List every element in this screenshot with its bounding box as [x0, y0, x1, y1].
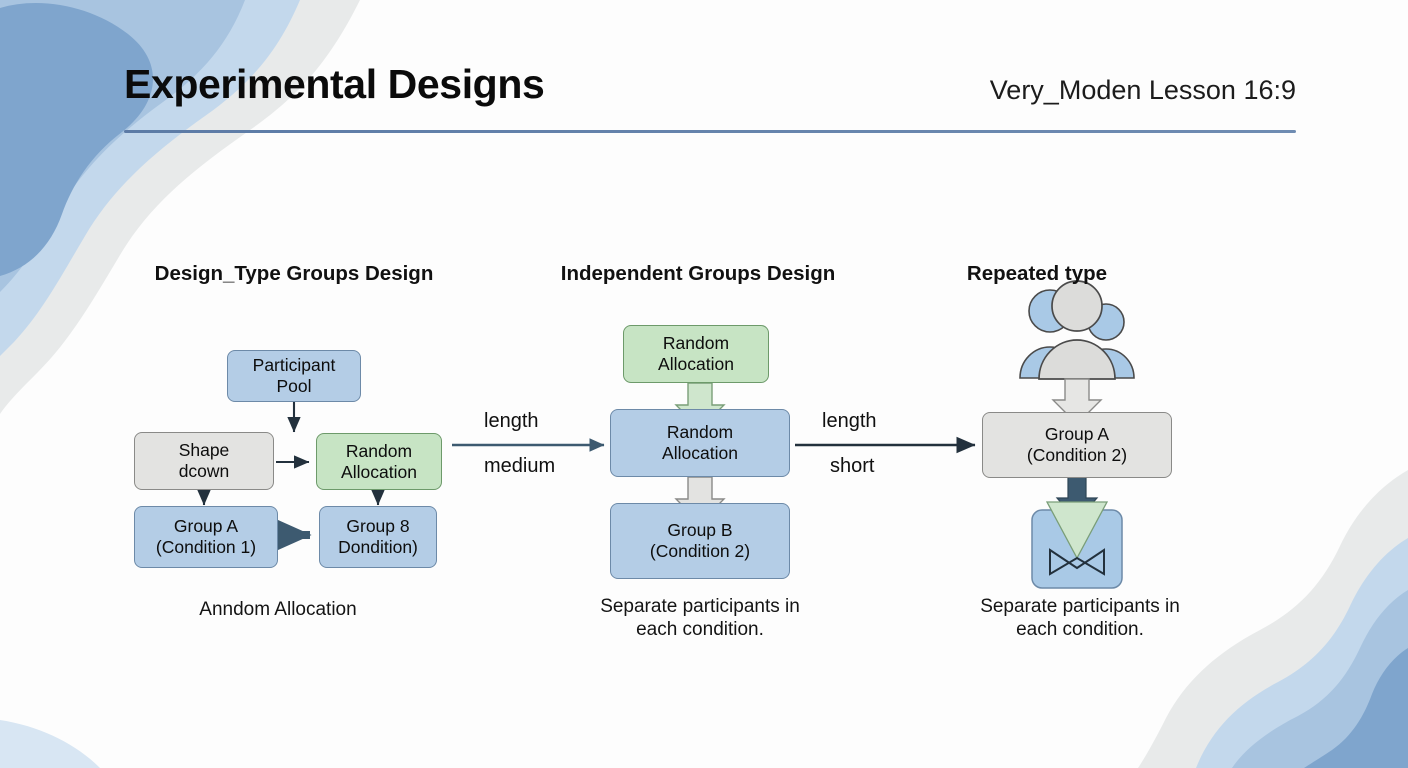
bowtie-envelope-icon — [1031, 501, 1123, 589]
page-title: Experimental Designs — [124, 61, 545, 107]
edge-label-length-medium-bottom: medium — [484, 455, 556, 477]
column-heading-independent-groups: Independent Groups Design — [560, 262, 836, 285]
edge-label-length-medium-top: length — [484, 410, 539, 432]
header-divider — [124, 130, 1296, 133]
column-heading-design-type-groups: Design_Type Groups Design — [154, 262, 434, 285]
node-group-a-condition-1-label: Group A(Condition 1) — [155, 516, 257, 557]
node-group-a-condition-2-label: Group A(Condition 2) — [1026, 424, 1128, 465]
column-heading-repeated-type: Repeated type — [966, 262, 1108, 285]
node-group-b-condition-2[interactable]: Group B(Condition 2) — [610, 503, 790, 579]
diagram-connectors — [197, 280, 1135, 589]
deco-shape-blue-bottom-left — [0, 720, 100, 768]
node-group-a-condition-1[interactable]: Group A(Condition 1) — [134, 506, 278, 568]
deco-shape-blue-dark-top-left — [0, 3, 153, 276]
edge-label-length-short-top: length — [822, 410, 877, 432]
header-lesson-label: Very_Moden Lesson 16:9 — [989, 75, 1296, 105]
node-group-b-condition-2-label: Group B(Condition 2) — [649, 520, 751, 561]
edge-label-length-short-bottom: short — [830, 455, 875, 477]
node-group-a-condition-2[interactable]: Group A(Condition 2) — [982, 412, 1172, 478]
column-caption-design-type-groups: Anndom Allocation — [199, 599, 357, 620]
slide-header: Experimental Designs Very_Moden Lesson 1… — [124, 61, 1296, 134]
people-group-icon — [1019, 280, 1135, 380]
